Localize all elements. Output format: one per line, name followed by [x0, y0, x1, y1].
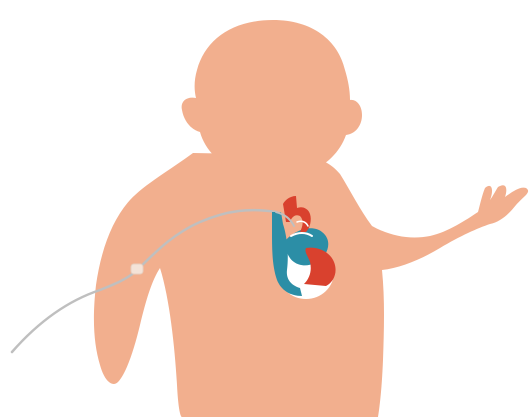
infant-head [182, 20, 362, 177]
catheter-hub [131, 264, 143, 274]
